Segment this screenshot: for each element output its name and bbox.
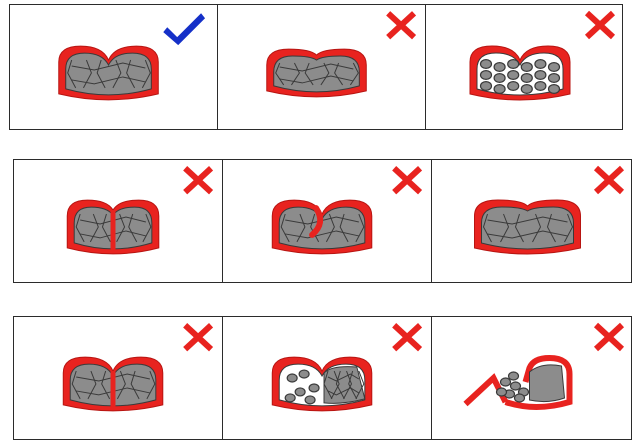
row-panel-1 (9, 4, 623, 130)
cell-illustration (432, 317, 632, 439)
shell-illustration (272, 357, 372, 411)
cross-icon (394, 325, 420, 349)
cell-illustration (432, 160, 632, 282)
cross-icon (185, 168, 211, 192)
shell-fill (482, 207, 574, 249)
cell-illustration (223, 160, 431, 282)
cell-r2-c2 (223, 160, 432, 282)
cell-illustration (14, 317, 222, 439)
cross-icon (596, 325, 622, 349)
cell-illustration (14, 160, 222, 282)
row-panel-3 (13, 316, 632, 440)
cell-r2-c3 (432, 160, 632, 282)
cell-r3-c1 (14, 317, 223, 439)
cross-icon (394, 168, 420, 192)
shell-illustration (67, 200, 159, 254)
shell-illustration (63, 357, 163, 411)
shell-illustration (470, 46, 570, 100)
check-icon (163, 13, 205, 45)
cell-illustration (10, 5, 217, 129)
shell-illustration (267, 49, 367, 97)
cell-r1-c2 (218, 5, 426, 129)
cell-r3-c2 (223, 317, 432, 439)
cell-r3-c3 (432, 317, 632, 439)
shell-illustration (466, 358, 570, 407)
cell-illustration (426, 5, 624, 129)
shell-illustration (475, 200, 581, 254)
cross-icon (185, 325, 211, 349)
row-panel-2 (13, 159, 632, 283)
shell-illustration (272, 200, 372, 254)
cross-icon (596, 168, 622, 192)
cell-illustration (223, 317, 431, 439)
cell-illustration (218, 5, 425, 129)
shell-illustration (59, 46, 159, 100)
shell-fill (274, 56, 360, 92)
cell-r1-c3 (426, 5, 624, 129)
cross-icon (388, 13, 414, 37)
cell-r1-c1 (10, 5, 218, 129)
cross-icon (587, 13, 613, 37)
cell-r2-c1 (14, 160, 223, 282)
